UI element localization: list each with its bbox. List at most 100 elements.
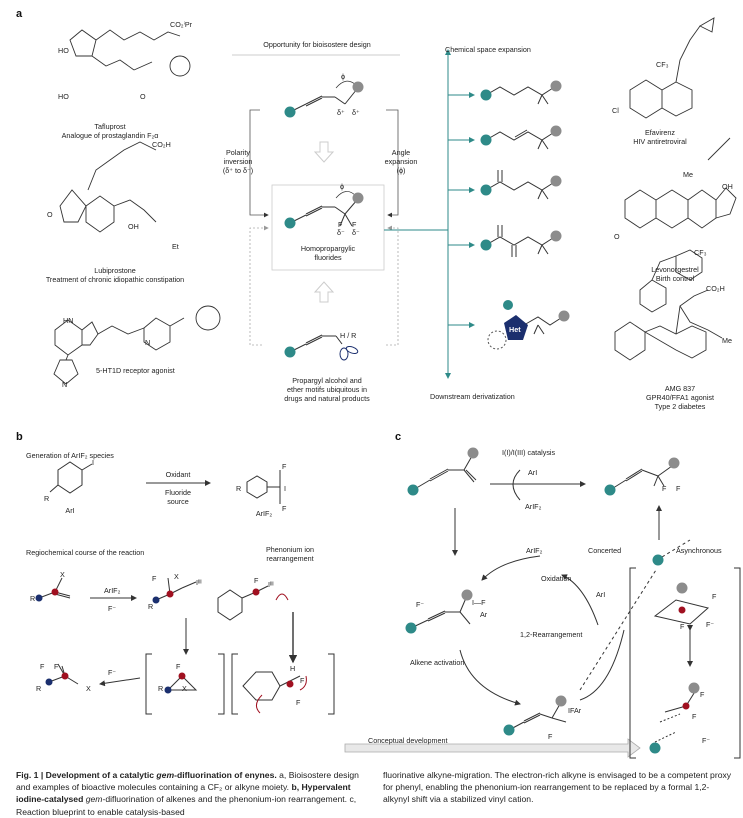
caption-b: b, Hypervalent iodine-catalysed (16, 782, 351, 805)
oxidant-label: Oxidant (165, 470, 191, 479)
f-label: F (548, 732, 553, 741)
rearrangement-label: 1,2-Rearrangement (520, 630, 583, 639)
opportunity-title: Opportunity for bioisostere design (263, 40, 371, 49)
f-label: F (352, 220, 357, 229)
delta-plus-2: δ⁺ (352, 108, 360, 117)
panel-c-graphics (410, 455, 741, 759)
arif2-reagent: ArIF₂ (104, 586, 121, 595)
molecule-center (289, 191, 358, 227)
arif2-label: ArIF₂ (526, 546, 543, 555)
amg837-name: AMG 837 (664, 384, 696, 393)
grey-node (352, 192, 364, 204)
propargyl-dashed-arrow-right (386, 225, 399, 346)
alkene-activation-label: Alkene activation (410, 658, 465, 667)
f-label: F (692, 712, 697, 721)
teal-node (284, 217, 296, 229)
et-label: Et (172, 242, 179, 251)
catalysis-label: I(I)/I(III) catalysis (502, 448, 556, 457)
co2ipr-label: CO₂ⁱPr (170, 20, 193, 29)
ho-label: HO (58, 92, 69, 101)
regio-title: Regiochemical course of the reaction (26, 548, 145, 557)
levonorgestrel-sub: Birth control (655, 274, 695, 283)
f-minus-label: F⁻ (706, 620, 715, 629)
cf3-label: CF₃ (694, 248, 707, 257)
panel-label-c: c (395, 431, 402, 443)
conceptual-arrow (344, 738, 641, 758)
product-series (485, 86, 562, 335)
delta-minus-1: δ⁻ (337, 228, 345, 237)
panel-b-graphics (38, 461, 335, 715)
f-minus-label: F⁻ (108, 668, 117, 677)
f-minus-label: F⁻ (416, 600, 425, 609)
phi-label-center: ϕ (340, 182, 345, 191)
het-label: Het (509, 325, 521, 334)
me-label: Me (722, 336, 732, 345)
arif2-label: ArIF₂ (255, 509, 273, 518)
caption-gem2: gem (85, 794, 103, 805)
efavirenz-name: Efavirenz (645, 128, 675, 137)
levonorgestrel-name: Levonorgestrel (651, 265, 699, 274)
i-iii-label: Iᴵᴵᴵ (196, 578, 202, 587)
f-label: F (700, 690, 705, 699)
i-f-label: I—F (472, 598, 486, 607)
r-label: R (158, 684, 164, 693)
derivatization-tree (384, 49, 475, 379)
aril-label: ArI (528, 468, 538, 477)
amg837-sub2: Type 2 diabetes (654, 402, 706, 411)
cf3-label: CF₃ (656, 60, 669, 69)
aril-label: ArI (65, 506, 75, 515)
lubiprostone-name: Lubiprostone (94, 266, 136, 275)
5ht1d-name: 5-HT1D receptor agonist (96, 366, 175, 375)
tafluprost-sub: Analogue of prostaglandin F₂α (61, 131, 159, 140)
amg837-sub: GPR40/FFA1 agonist (646, 393, 714, 402)
cl-label: Cl (612, 106, 619, 115)
hollow-arrow-up (313, 281, 335, 303)
conceptual-label: Conceptual development (368, 736, 448, 745)
ifar-label: IFAr (568, 706, 582, 715)
x-label: X (182, 684, 187, 693)
r-label: R (148, 602, 154, 611)
oh-label: OH (722, 182, 733, 191)
caption-b2: -difluorination of alkenes and the pheno… (102, 794, 350, 805)
r-label: R (44, 494, 50, 503)
o-label: O (47, 210, 53, 219)
f-label: F (662, 484, 667, 493)
ar-label: Ar (480, 610, 488, 619)
f-label: F (282, 504, 287, 513)
left-structures (53, 29, 221, 385)
f-label: F (40, 662, 45, 671)
phi-label: ϕ (341, 72, 346, 81)
downstream-label: Downstream derivatization (430, 392, 515, 401)
chemical-space-label: Chemical space expansion (445, 45, 531, 54)
propargyl-dashed-arrow (249, 225, 269, 346)
f-label: F (296, 698, 301, 707)
f-label: F (254, 576, 259, 585)
right-structures (614, 17, 737, 361)
caption-title-rest: -difluorination of enynes. (174, 770, 277, 780)
oxidation-label: Oxidation (541, 574, 572, 583)
lubiprostone-sub: Treatment of chronic idiopathic constipa… (45, 275, 185, 284)
f-label: F (338, 220, 343, 229)
teal-node (284, 106, 296, 118)
r-label: R (30, 594, 36, 603)
me-label: Me (683, 170, 693, 179)
f-label: F (300, 676, 305, 685)
f-minus-label: F⁻ (702, 736, 711, 745)
panel-b-nodes (35, 588, 294, 694)
delta-plus-1: δ⁺ (337, 108, 345, 117)
panel-c-nodes (405, 447, 700, 754)
teal-node (284, 346, 296, 358)
f-label: F (680, 622, 685, 631)
product-nodes (480, 80, 570, 350)
oh-r-label: H / R (340, 331, 357, 340)
polarity-arrow (249, 109, 269, 218)
caption-c: c, Reaction blueprint to enable catalysi… (16, 794, 357, 817)
co2h-label: CO₂H (706, 284, 725, 293)
asynchronous-label: Asynchronous (676, 546, 722, 555)
delta-minus-2: δ⁻ (352, 228, 360, 237)
